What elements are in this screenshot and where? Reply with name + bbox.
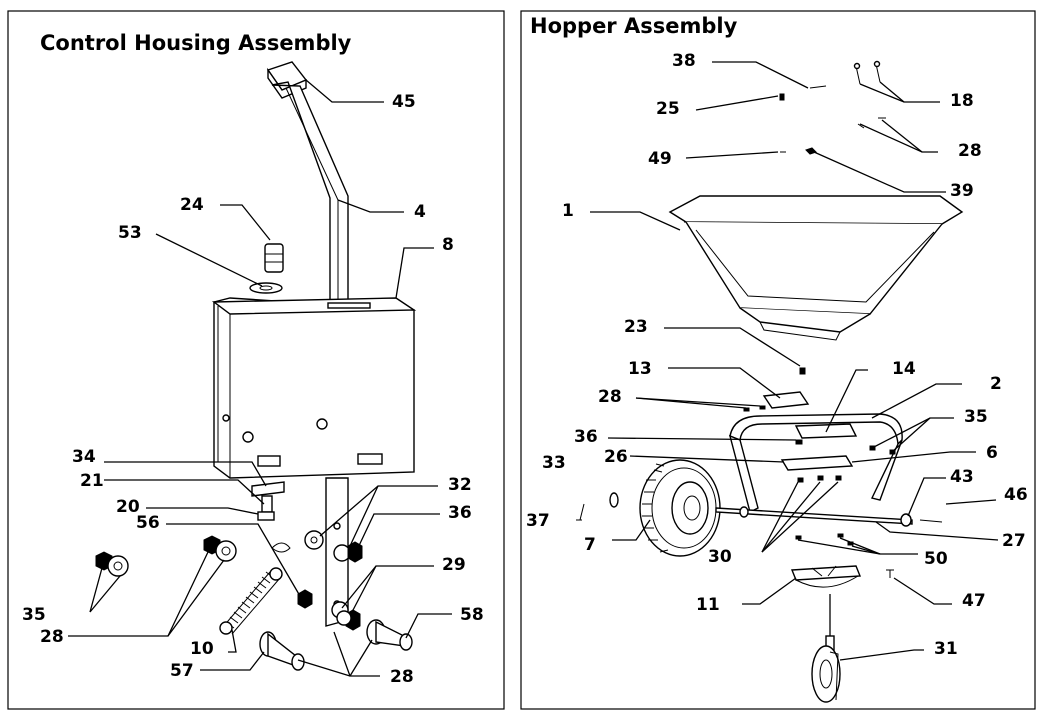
label-part-7: 7 — [584, 535, 596, 555]
label-part-33: 33 — [542, 453, 566, 473]
label-part-35: 35 — [964, 407, 988, 427]
hopper-drawing — [576, 60, 999, 703]
label-part-28-top: 28 — [958, 141, 982, 161]
label-part-14: 14 — [892, 359, 916, 379]
label-part-29: 29 — [442, 555, 466, 575]
label-part-35: 35 — [22, 605, 46, 625]
label-part-36: 36 — [448, 503, 472, 523]
label-part-25: 25 — [656, 99, 680, 119]
label-part-4: 4 — [414, 202, 426, 222]
label-part-18: 18 — [950, 91, 974, 111]
label-part-28: 28 — [40, 627, 64, 647]
label-part-23: 23 — [624, 317, 648, 337]
control-housing-title: Control Housing Assembly — [40, 31, 352, 55]
hopper-panel — [520, 10, 1036, 710]
label-part-47: 47 — [962, 591, 986, 611]
label-part-34: 34 — [72, 447, 96, 467]
label-part-53: 53 — [118, 223, 142, 243]
label-part-1: 1 — [562, 201, 574, 221]
label-part-28-lower: 28 — [390, 667, 414, 687]
label-part-46: 46 — [1004, 485, 1028, 505]
label-part-39: 39 — [950, 181, 974, 201]
label-part-43: 43 — [950, 467, 974, 487]
label-part-58: 58 — [460, 605, 484, 625]
label-part-8: 8 — [442, 235, 454, 255]
label-part-45: 45 — [392, 92, 416, 112]
label-part-24: 24 — [180, 195, 204, 215]
label-part-11: 11 — [696, 595, 720, 615]
label-part-27: 27 — [1002, 531, 1026, 551]
hopper-labels: 38 25 18 28 49 39 1 23 13 14 2 28 35 36 … — [526, 51, 1028, 659]
label-part-37: 37 — [526, 511, 550, 531]
label-part-49: 49 — [648, 149, 672, 169]
label-part-21: 21 — [80, 471, 104, 491]
hopper-title: Hopper Assembly — [530, 14, 738, 38]
control-housing-drawing — [68, 61, 452, 677]
label-part-2: 2 — [990, 374, 1002, 394]
label-part-6: 6 — [986, 443, 998, 463]
label-part-38: 38 — [672, 51, 696, 71]
control-housing-labels: 45 24 53 4 8 34 21 20 56 32 36 29 58 35 … — [22, 92, 484, 687]
label-part-50: 50 — [924, 549, 948, 569]
label-part-13: 13 — [628, 359, 652, 379]
label-part-36: 36 — [574, 427, 598, 447]
label-part-28-mid: 28 — [598, 387, 622, 407]
label-part-20: 20 — [116, 497, 140, 517]
label-part-57: 57 — [170, 661, 194, 681]
label-part-30: 30 — [708, 547, 732, 567]
label-part-10: 10 — [190, 639, 214, 659]
label-part-31: 31 — [934, 639, 958, 659]
label-part-26: 26 — [604, 447, 628, 467]
control-housing-panel — [7, 10, 505, 710]
label-part-32: 32 — [448, 475, 472, 495]
label-part-56: 56 — [136, 513, 160, 533]
